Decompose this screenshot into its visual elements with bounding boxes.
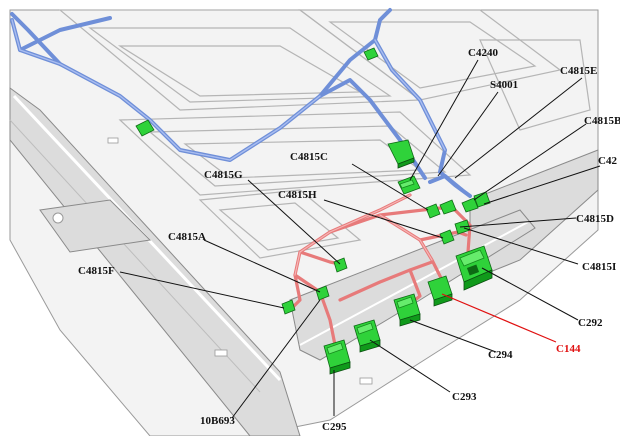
- label-c42: C42: [598, 155, 617, 167]
- inline-connectors: [135, 47, 491, 315]
- connector-c4240: [387, 139, 415, 169]
- connector-top-right: [363, 47, 379, 61]
- label-c4815c: C4815C: [290, 151, 328, 163]
- mount-tab: [107, 137, 119, 144]
- label-10b693: 10B693: [200, 415, 235, 427]
- label-c4815h: C4815H: [278, 189, 317, 201]
- label-c293: C293: [452, 391, 477, 403]
- connector-c4815h: [439, 229, 455, 245]
- connector-c4815f: [281, 299, 296, 315]
- label-s4001: S4001: [490, 79, 518, 91]
- label-c4815i: C4815I: [582, 261, 616, 273]
- connector-c4815e: [439, 199, 457, 215]
- connector-c292: [455, 245, 493, 291]
- label-c292: C292: [578, 317, 603, 329]
- label-c4815a: C4815A: [168, 231, 206, 243]
- label-c294: C294: [488, 349, 513, 361]
- connector-s4001: [397, 175, 421, 195]
- front-bracket: [39, 199, 152, 253]
- blue-harness: [10, 8, 472, 198]
- label-c4815e: C4815E: [560, 65, 597, 77]
- bracket-connectors: [323, 245, 493, 375]
- label-c295: C295: [322, 421, 347, 433]
- label-c4815f: C4815F: [78, 265, 115, 277]
- label-c144: C144: [556, 343, 581, 355]
- mount-tab: [359, 377, 373, 385]
- connector-c4815c: [425, 203, 441, 219]
- connector-c144: [427, 275, 453, 307]
- label-c4240: C4240: [468, 47, 498, 59]
- connector-c295: [323, 339, 351, 375]
- connector-top-left: [135, 119, 155, 137]
- mount-tab: [214, 349, 228, 357]
- leader-lines: [119, 59, 601, 419]
- label-c4815g: C4815G: [204, 169, 243, 181]
- left-side-rail: [9, 87, 301, 436]
- callout-labels: C4240 S4001 C4815E C4815B C42 C4815C C48…: [78, 47, 620, 433]
- label-c4815b: C4815B: [584, 115, 620, 127]
- floor-structure: [9, 9, 599, 436]
- label-c4815d: C4815D: [576, 213, 614, 225]
- connector-c4815b: [461, 197, 479, 213]
- connector-c4815a: [315, 285, 330, 301]
